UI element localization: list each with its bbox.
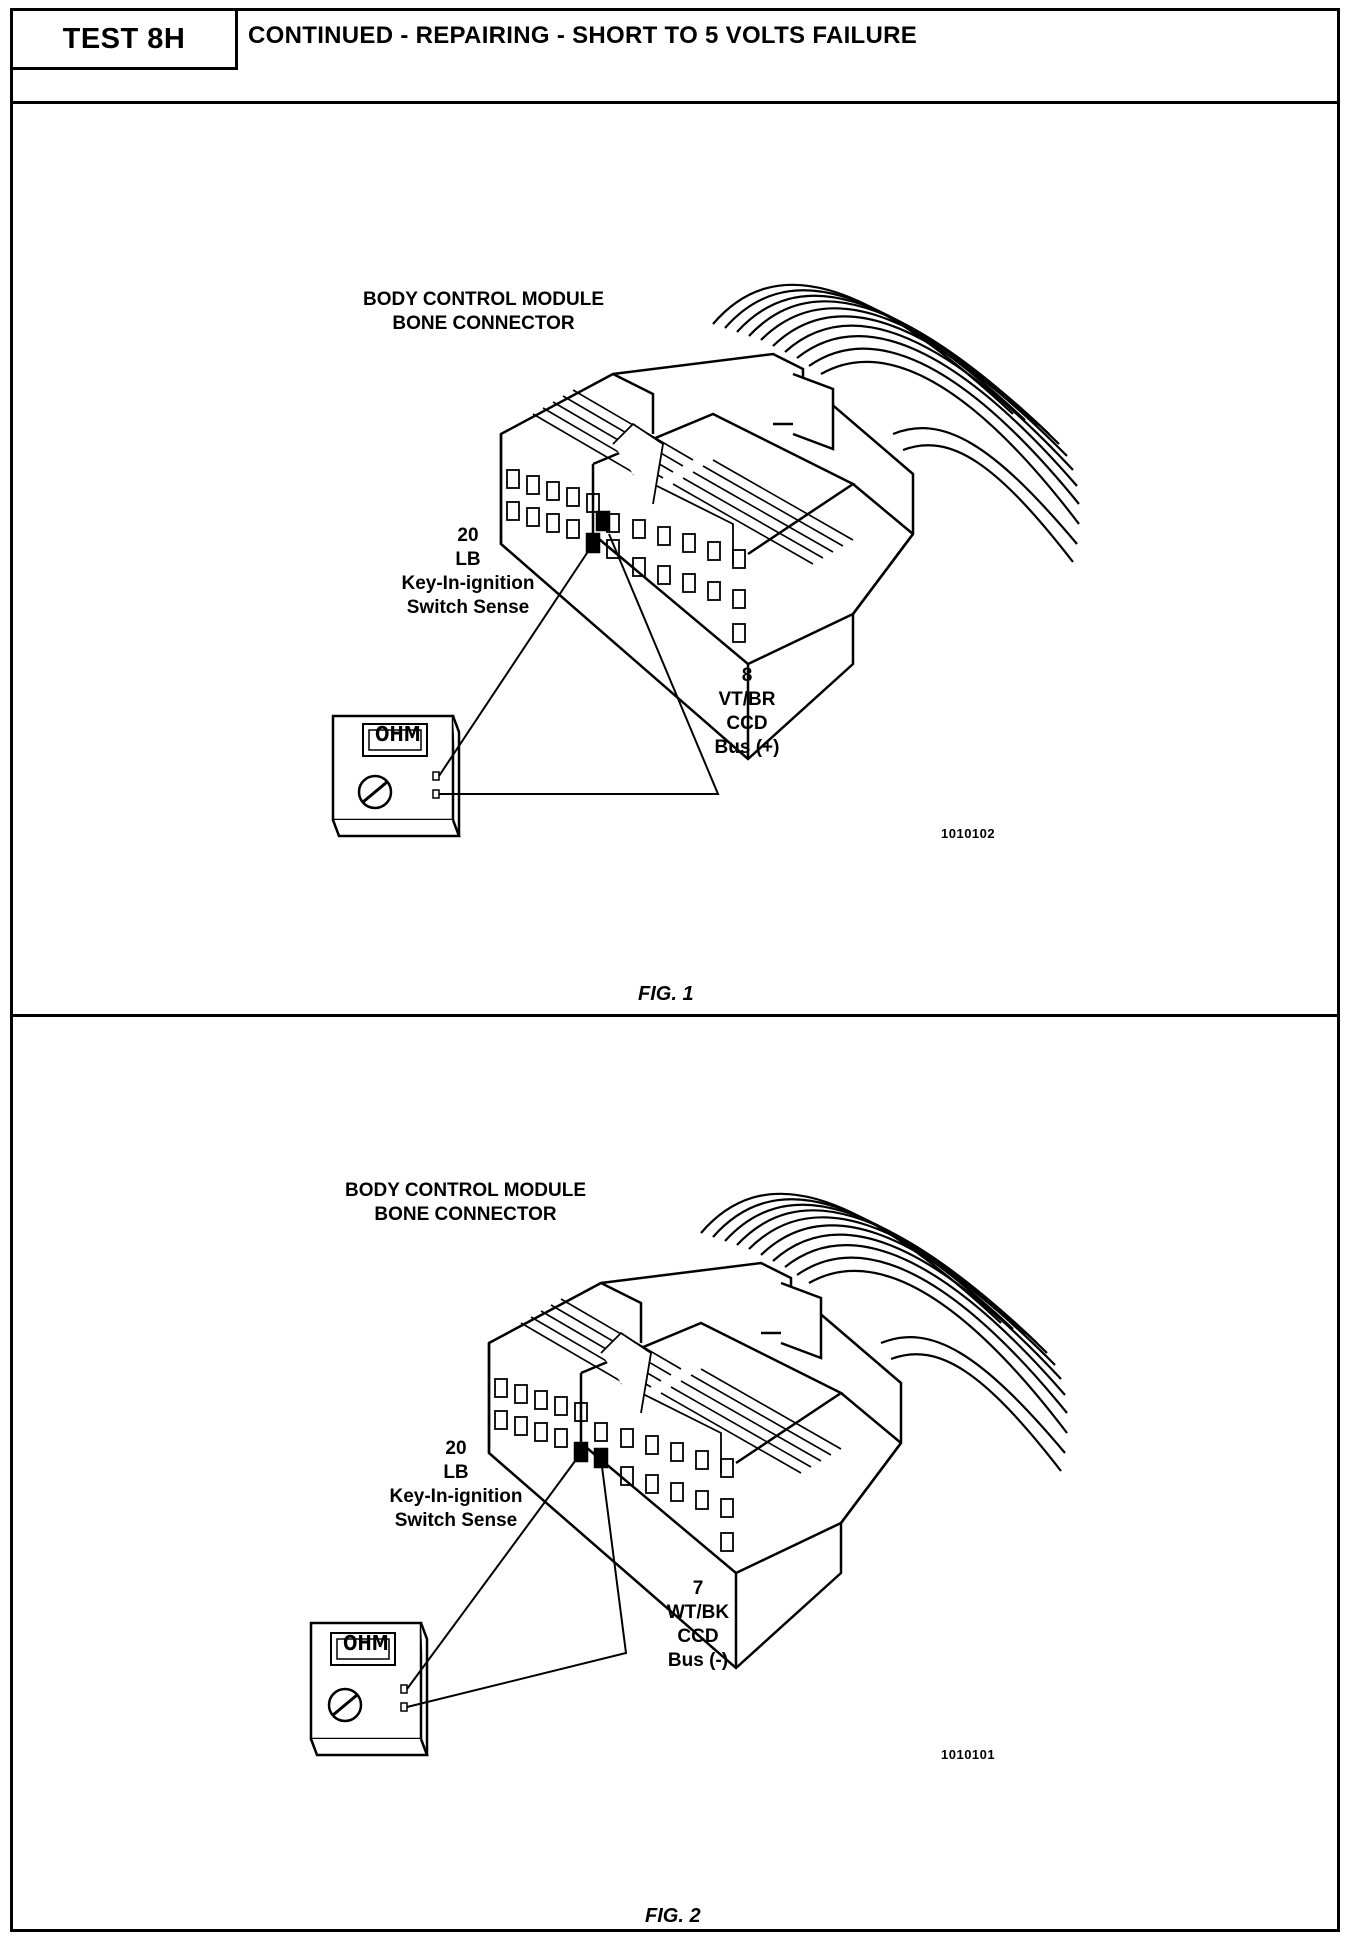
pin-b-circuit-2: Bus (-)	[667, 1650, 729, 1671]
pin-b-color: VT/BR	[718, 689, 776, 710]
pin-a-number: 20	[457, 525, 479, 546]
pin-a-label: 20 LB Key-In-ignition Switch Sense	[371, 1437, 541, 1533]
pin-b-label: 8 VT/BR CCD Bus (+)	[697, 664, 797, 760]
pin-a-color: LB	[443, 1462, 469, 1483]
pin-a-circuit-1: Key-In-ignition	[389, 1486, 523, 1507]
figure-code: 1010101	[941, 1747, 996, 1762]
figure-caption: FIG. 2	[645, 1905, 701, 1927]
figure-1-panel: BODY CONTROL MODULE BONE CONNECTOR 20 LB…	[13, 104, 1337, 1017]
test-number: TEST 8H	[13, 11, 238, 70]
cavity-row-bottom	[506, 501, 746, 643]
pin-b-label: 7 WT/BK CCD Bus (-)	[648, 1577, 748, 1673]
pin-a-label: 20 LB Key-In-ignition Switch Sense	[383, 524, 553, 620]
figure-1-drawing	[331, 283, 1080, 838]
test-title: CONTINUED - REPAIRING - SHORT TO 5 VOLTS…	[248, 22, 918, 49]
connector-title: BODY CONTROL MODULE BONE CONNECTOR	[363, 288, 604, 336]
figure-2-panel: BODY CONTROL MODULE BONE CONNECTOR 20 LB…	[13, 1017, 1337, 1929]
connector-title-line-1: BODY CONTROL MODULE	[363, 289, 605, 310]
pin-a-circuit-1: Key-In-ignition	[401, 573, 535, 594]
ohmmeter	[331, 714, 461, 838]
page-frame: TEST 8H CONTINUED - REPAIRING - SHORT TO…	[10, 8, 1340, 1932]
connector-title-line-2: BONE CONNECTOR	[392, 313, 575, 334]
pin-a-number: 20	[445, 1438, 467, 1459]
header: TEST 8H CONTINUED - REPAIRING - SHORT TO…	[13, 11, 1337, 104]
pin-b-circuit-2: Bus (+)	[714, 737, 780, 758]
pin-b-circuit-1: CCD	[677, 1626, 719, 1647]
connector-title-line-2: BONE CONNECTOR	[374, 1204, 557, 1225]
figure-2-drawing	[309, 1192, 1068, 1757]
cavity-row-top	[494, 1378, 734, 1478]
pin-b-color: WT/BK	[666, 1602, 730, 1623]
pin-a-circuit-2: Switch Sense	[394, 1510, 518, 1531]
pin-b-number: 8	[741, 665, 753, 686]
bone-connector	[487, 1261, 903, 1670]
meter-display: OHM	[343, 1631, 389, 1655]
figure-caption: FIG. 1	[638, 983, 694, 1005]
pin-b-number: 7	[692, 1578, 704, 1599]
test-leads	[438, 533, 720, 795]
connector-title-line-1: BODY CONTROL MODULE	[345, 1180, 587, 1201]
figure-code: 1010102	[941, 826, 996, 841]
ohmmeter	[309, 1621, 429, 1757]
pin-b-circuit-1: CCD	[726, 713, 768, 734]
meter-display: OHM	[375, 722, 421, 746]
test-leads	[406, 1452, 628, 1708]
pin-a-color: LB	[455, 549, 481, 570]
pin-a-circuit-2: Switch Sense	[406, 597, 530, 618]
wire-bundle	[712, 283, 1080, 563]
wire-bundle	[700, 1192, 1068, 1472]
connector-title: BODY CONTROL MODULE BONE CONNECTOR	[345, 1179, 586, 1227]
